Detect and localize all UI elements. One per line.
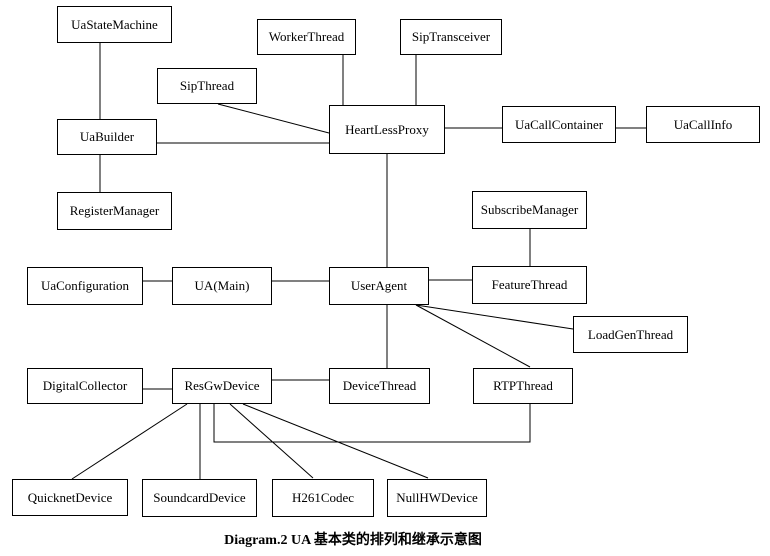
- class-box-soundcard-device: SoundcardDevice: [142, 479, 257, 517]
- class-box-null-hw-device: NullHWDevice: [387, 479, 487, 517]
- class-box-label: LoadGenThread: [587, 326, 674, 342]
- class-box-label: SoundcardDevice: [153, 490, 246, 505]
- class-box-ua-state-machine: UaStateMachine: [57, 6, 172, 43]
- class-box-ua-builder: UaBuilder: [57, 119, 157, 155]
- class-box-sip-transceiver: SipTransceiver: [400, 19, 502, 55]
- class-box-sip-thread: SipThread: [157, 68, 257, 104]
- class-box-label: RegisterManager: [69, 203, 160, 218]
- class-box-user-agent: UserAgent: [329, 267, 429, 305]
- class-box-ua-call-container: UaCallContainer: [502, 106, 616, 143]
- class-box-label: SubscribeManager: [480, 202, 579, 217]
- class-box-quicknet-device: QuicknetDevice: [12, 479, 128, 516]
- edge-res-gw-device--rtp-thread: [213, 404, 531, 443]
- class-box-label: NullHWDevice: [396, 490, 478, 505]
- edge-res-gw-device--quicknet-device: [71, 403, 188, 480]
- edge-sip-thread--heart-less-proxy: [217, 103, 330, 134]
- class-box-subscribe-manager: SubscribeManager: [472, 191, 587, 229]
- class-box-label: DeviceThread: [342, 378, 417, 393]
- class-box-ua-call-info: UaCallInfo: [646, 106, 760, 143]
- class-box-label: UserAgent: [350, 278, 408, 293]
- class-box-label: ResGwDevice: [184, 378, 260, 393]
- class-box-label: H261Codec: [291, 490, 355, 505]
- class-box-h261-codec: H261Codec: [272, 479, 374, 517]
- class-box-digital-collector: DigitalCollector: [27, 368, 143, 404]
- class-box-device-thread: DeviceThread: [329, 368, 430, 404]
- class-box-label: UaStateMachine: [71, 16, 158, 32]
- class-box-ua-configuration: UaConfiguration: [27, 267, 143, 305]
- class-box-label: DigitalCollector: [42, 378, 128, 393]
- edge-user-agent--rtp-thread: [415, 304, 531, 368]
- class-box-label: UaConfiguration: [40, 278, 130, 293]
- class-box-label: HeartLessProxy: [345, 121, 429, 137]
- class-box-label: QuicknetDevice: [27, 489, 113, 505]
- class-box-label: UaBuilder: [79, 129, 135, 144]
- class-box-register-manager: RegisterManager: [57, 192, 172, 230]
- class-box-label: UaCallInfo: [673, 116, 733, 132]
- class-box-label: SipThread: [179, 78, 235, 93]
- class-box-label: RTPThread: [493, 378, 553, 393]
- edge-user-agent--load-gen-thread: [415, 304, 574, 330]
- class-box-label: UA(Main): [194, 278, 250, 293]
- class-box-load-gen-thread: LoadGenThread: [573, 316, 688, 353]
- class-box-label: FeatureThread: [491, 277, 568, 292]
- edge-res-gw-device--null-hw-device: [242, 403, 429, 479]
- class-box-ua-main: UA(Main): [172, 267, 272, 305]
- class-box-label: UaCallContainer: [514, 116, 604, 132]
- class-box-rtp-thread: RTPThread: [473, 368, 573, 404]
- class-box-label: WorkerThread: [268, 29, 345, 44]
- class-box-feature-thread: FeatureThread: [472, 266, 587, 304]
- edge-res-gw-device--h261-codec: [229, 403, 314, 479]
- class-box-heart-less-proxy: HeartLessProxy: [329, 105, 445, 154]
- class-box-label: SipTransceiver: [411, 29, 491, 44]
- class-box-res-gw-device: ResGwDevice: [172, 368, 272, 404]
- diagram-caption: Diagram.2 UA 基本类的排列和继承示意图: [224, 533, 482, 548]
- class-box-worker-thread: WorkerThread: [257, 19, 356, 55]
